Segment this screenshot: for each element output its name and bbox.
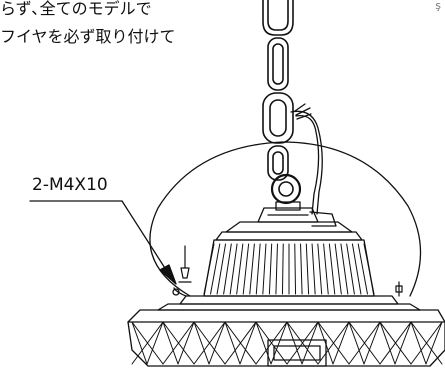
suspension-chain-icon [262,0,302,205]
safety-wire-loop-icon [149,141,422,297]
high-bay-light-fixture-illustration [127,201,445,367]
screw-spec-label: 2-M4X10 [32,175,108,195]
corner-mark: ş [435,0,441,12]
instruction-line-2: フイヤを必ず取り付けて [0,27,176,46]
callout-arrow-icon [29,200,177,285]
screw-icon [178,245,192,283]
power-cable [290,103,323,215]
screw-icon-right [395,281,403,297]
instruction-line-1: らず､全てのモデルで [0,0,152,18]
